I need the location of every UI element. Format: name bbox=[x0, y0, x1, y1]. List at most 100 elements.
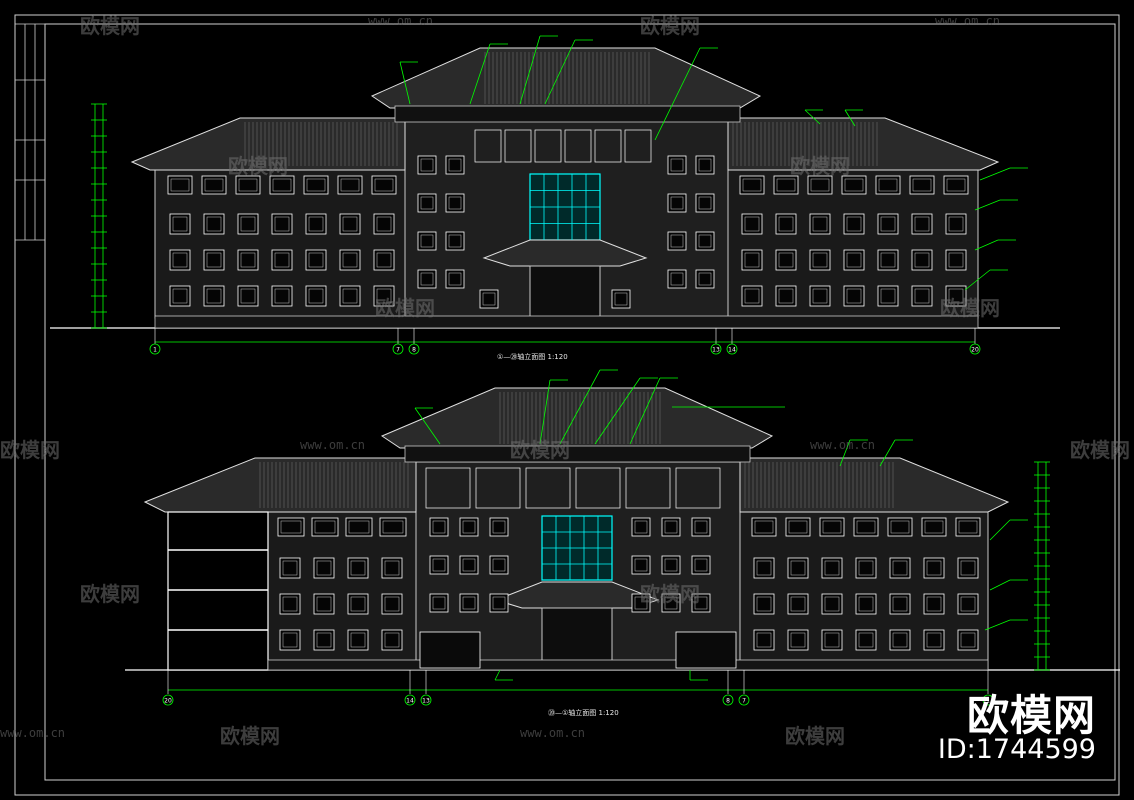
rear-window-frame bbox=[694, 558, 708, 572]
rear-window-frame bbox=[432, 520, 446, 534]
front-window bbox=[611, 289, 631, 309]
front-window bbox=[695, 269, 715, 289]
sheet-outer-border bbox=[14, 14, 1120, 796]
rear-window-frame bbox=[790, 596, 806, 612]
front-window-frame bbox=[376, 252, 392, 268]
annotation-leader bbox=[414, 407, 441, 445]
rear-window bbox=[691, 593, 711, 613]
rear-entrance-door bbox=[541, 607, 613, 665]
rear-window bbox=[311, 517, 339, 537]
front-window-frame bbox=[272, 178, 292, 192]
rear-window bbox=[957, 593, 979, 615]
rear-center-roof bbox=[380, 387, 774, 449]
front-window-frame bbox=[240, 288, 256, 304]
front-window bbox=[739, 175, 765, 195]
front-window bbox=[237, 249, 259, 271]
front-window-frame bbox=[420, 272, 434, 286]
watermark-logo: 欧模网 bbox=[228, 154, 288, 178]
front-window-frame bbox=[308, 288, 324, 304]
watermark-logo: 欧模网 bbox=[80, 14, 140, 38]
annotation-leader bbox=[399, 61, 411, 105]
axis-label: 13 bbox=[422, 698, 430, 705]
front-center-roof-eave bbox=[394, 105, 741, 123]
rear-window bbox=[821, 629, 843, 651]
axis-label: 20 bbox=[971, 347, 979, 354]
axis-label: 1 bbox=[153, 347, 157, 354]
rear-window-frame bbox=[856, 520, 876, 534]
front-window-frame bbox=[846, 288, 862, 304]
front-window-frame bbox=[420, 234, 434, 248]
front-window bbox=[339, 285, 361, 307]
front-window-frame bbox=[914, 288, 930, 304]
rear-window bbox=[889, 593, 911, 615]
front-plinth bbox=[154, 315, 979, 329]
watermark-logo: 欧模网 bbox=[1070, 438, 1130, 462]
watermark-logo: 欧模网 bbox=[785, 724, 845, 748]
front-window-frame bbox=[778, 252, 794, 268]
rear-window bbox=[661, 593, 681, 613]
front-window-frame bbox=[698, 158, 712, 172]
front-window bbox=[695, 155, 715, 175]
front-entrance-door bbox=[529, 265, 601, 319]
rear-center-roof-eave bbox=[404, 445, 751, 463]
front-window bbox=[167, 175, 193, 195]
annotation-leader bbox=[964, 269, 991, 291]
rear-window-frame bbox=[462, 596, 476, 610]
front-window-frame bbox=[206, 216, 222, 232]
axis-bubble bbox=[982, 694, 994, 706]
rear-window-frame bbox=[316, 632, 332, 648]
rear-window bbox=[691, 517, 711, 537]
rear-window-frame bbox=[282, 596, 298, 612]
front-window bbox=[741, 249, 763, 271]
rear-window bbox=[381, 629, 403, 651]
front-arcade-bay bbox=[534, 129, 562, 163]
annotation-leader bbox=[539, 379, 551, 445]
front-window-frame bbox=[240, 252, 256, 268]
rear-window-frame bbox=[890, 520, 910, 534]
rear-window bbox=[923, 593, 945, 615]
front-window-frame bbox=[948, 288, 964, 304]
rear-shopfront bbox=[419, 631, 481, 669]
rear-window bbox=[381, 593, 403, 615]
rear-window-frame bbox=[664, 558, 678, 572]
rear-window-frame bbox=[858, 560, 874, 576]
front-window-frame bbox=[240, 216, 256, 232]
front-window-frame bbox=[878, 178, 898, 192]
front-window-frame bbox=[812, 252, 828, 268]
rear-window-frame bbox=[382, 520, 404, 534]
rear-window-frame bbox=[282, 632, 298, 648]
rear-window bbox=[279, 629, 301, 651]
model-id-label: ID:1744599 bbox=[937, 734, 1096, 765]
axis-label: 14 bbox=[406, 698, 414, 705]
front-right-wing-roof bbox=[727, 117, 1000, 171]
annotation-leader bbox=[804, 109, 821, 125]
front-window-frame bbox=[670, 234, 684, 248]
front-window-frame bbox=[778, 288, 794, 304]
front-window bbox=[445, 193, 465, 213]
axis-label: 20 bbox=[164, 698, 172, 705]
front-window-frame bbox=[376, 288, 392, 304]
front-window bbox=[417, 269, 437, 289]
axis-label: 13 bbox=[712, 347, 720, 354]
front-window-frame bbox=[880, 216, 896, 232]
front-window-frame bbox=[172, 288, 188, 304]
front-window-frame bbox=[914, 216, 930, 232]
rear-window-frame bbox=[788, 520, 808, 534]
front-window-frame bbox=[812, 288, 828, 304]
rear-window-frame bbox=[316, 596, 332, 612]
front-window-frame bbox=[306, 178, 326, 192]
watermark-url: www.om.cn bbox=[300, 438, 366, 452]
front-window-frame bbox=[744, 288, 760, 304]
rear-window bbox=[787, 557, 809, 579]
axis-bubble bbox=[392, 343, 404, 355]
rear-arcade-bay bbox=[525, 467, 571, 509]
rear-window-frame bbox=[790, 560, 806, 576]
annotation-leader bbox=[559, 369, 601, 445]
front-window-frame bbox=[308, 252, 324, 268]
rear-window bbox=[691, 555, 711, 575]
rear-window-frame bbox=[314, 520, 336, 534]
rear-window-frame bbox=[462, 558, 476, 572]
front-window-frame bbox=[812, 216, 828, 232]
front-window bbox=[417, 231, 437, 251]
